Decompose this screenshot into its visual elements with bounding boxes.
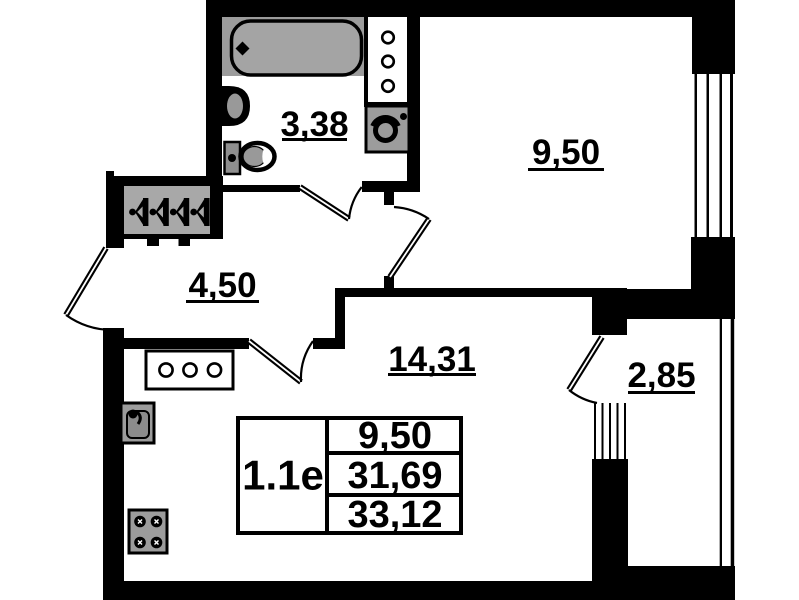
svg-text:31,69: 31,69 [347, 455, 442, 497]
svg-text:3,38: 3,38 [280, 105, 348, 144]
svg-text:9,50: 9,50 [532, 133, 600, 172]
svg-text:1.1е: 1.1е [242, 452, 324, 499]
svg-text:2,85: 2,85 [627, 356, 695, 395]
svg-text:33,12: 33,12 [347, 494, 442, 536]
svg-text:14,31: 14,31 [388, 340, 476, 379]
svg-text:9,50: 9,50 [358, 415, 432, 457]
svg-text:4,50: 4,50 [188, 266, 256, 305]
